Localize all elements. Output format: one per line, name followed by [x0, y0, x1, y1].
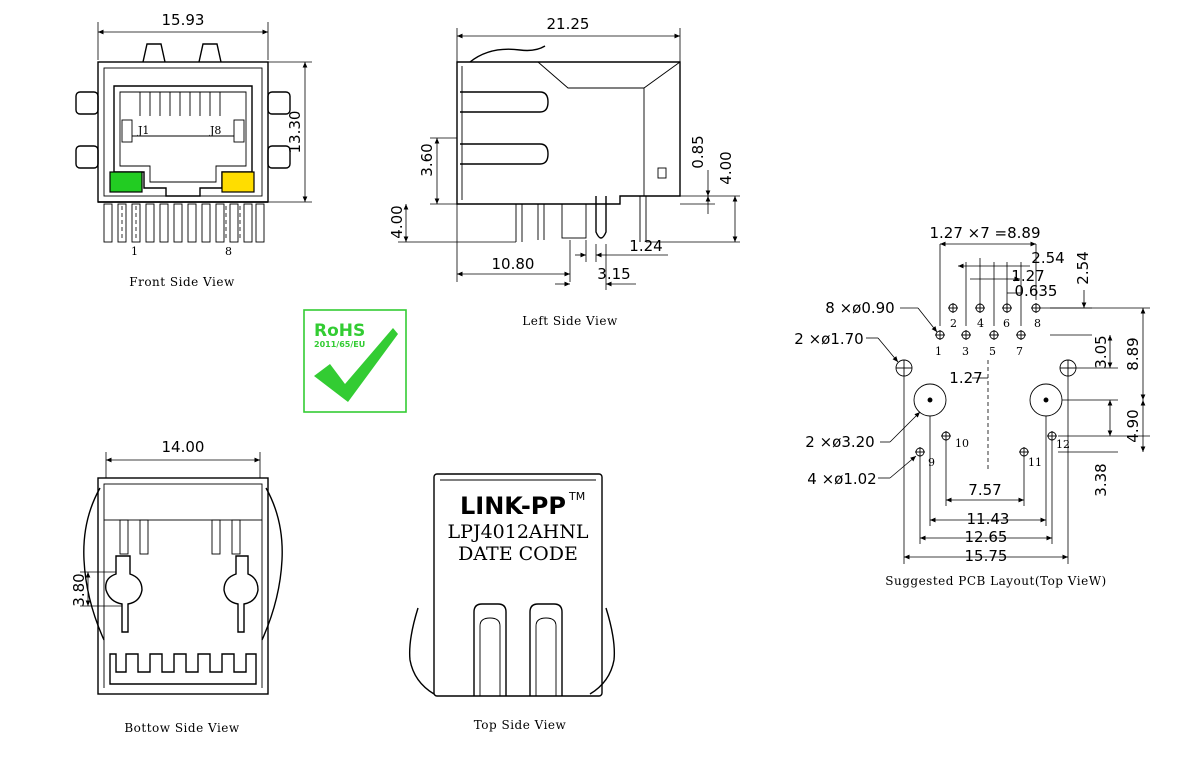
dim-1.24: 1.24	[629, 237, 662, 255]
dim-1.27-b: 1.27	[949, 369, 982, 387]
checkmark-icon	[314, 328, 398, 402]
bottom-side-view: 14.00 3.80 Bottow Side View	[70, 438, 283, 735]
rohs-title: RoHS	[314, 321, 365, 341]
left-side-view: 21.25 3.60 4.00 0.85 4.00	[388, 15, 740, 328]
pin-label-j1: J1	[137, 124, 149, 137]
pin-7: 7	[1016, 345, 1023, 358]
pin-1: 1	[935, 345, 942, 358]
led-yellow	[221, 171, 255, 193]
pin-11: 11	[1028, 456, 1042, 469]
dim-4.90: 4.90	[1124, 409, 1142, 442]
dim-7.57: 7.57	[968, 481, 1001, 499]
led-green	[109, 171, 143, 193]
caption-pcb-layout: Suggested PCB Layout(Top VieW)	[885, 574, 1106, 588]
dim-3.80: 3.80	[70, 573, 88, 606]
pin-label-j8: J8	[209, 124, 221, 137]
dim-3.05: 3.05	[1092, 335, 1110, 368]
rohs-directive: 2011/65/EU	[314, 340, 365, 349]
rohs-logo: RoHS 2011/65/EU	[303, 309, 407, 413]
pin-10: 10	[955, 437, 969, 450]
pin-6: 6	[1003, 317, 1010, 330]
caption-top-side-view: Top Side View	[474, 718, 567, 732]
caption-left-side-view: Left Side View	[522, 314, 618, 328]
dim-3.60: 3.60	[418, 143, 436, 176]
pin-4: 4	[977, 317, 984, 330]
part-number: LPJ4012AHNL	[448, 521, 589, 543]
hole-1.70-label: 2 ×ø1.70	[794, 330, 863, 348]
trademark: TM	[568, 490, 585, 503]
date-code: DATE CODE	[458, 543, 578, 565]
dim-0.85: 0.85	[689, 135, 707, 168]
top-side-view: LINK-PP TM LPJ4012AHNL DATE CODE Top Sid…	[408, 473, 616, 732]
dim-3.15: 3.15	[597, 265, 630, 283]
pcb-layout: 1.27 ×7 =8.89 2.54 1.27 0.635 2.54 1 2 3	[794, 224, 1150, 588]
brand-name: LINK-PP	[460, 492, 566, 520]
front-side-view: 15.93 J1 J8	[75, 11, 312, 289]
front-width-dim: 15.93	[162, 11, 205, 29]
pin-2: 2	[950, 317, 957, 330]
dim-10.80: 10.80	[492, 255, 535, 273]
left-length-dim: 21.25	[547, 15, 590, 33]
bottom-width-dim: 14.00	[162, 438, 205, 456]
pin-8: 8	[1034, 317, 1041, 330]
dim-11.43: 11.43	[967, 510, 1010, 528]
pin-5: 5	[989, 345, 996, 358]
dim-4.00-right: 4.00	[717, 151, 735, 184]
hole-1.02-label: 4 ×ø1.02	[807, 470, 876, 488]
pin-3: 3	[962, 345, 969, 358]
dim-2.54-h: 2.54	[1031, 249, 1064, 267]
dim-3.38: 3.38	[1092, 463, 1110, 496]
pin-label-8: 8	[225, 245, 232, 258]
pin-9: 9	[928, 456, 935, 469]
dim-12.65: 12.65	[965, 528, 1008, 546]
hole-3.20-label: 2 ×ø3.20	[805, 433, 874, 451]
dim-4.00-left: 4.00	[388, 205, 406, 238]
dim-2.54-v: 2.54	[1074, 251, 1092, 284]
pin-label-1: 1	[131, 245, 138, 258]
front-height-dim: 13.30	[286, 111, 304, 154]
caption-bottom-side-view: Bottow Side View	[124, 721, 240, 735]
dim-1.27-a: 1.27	[1011, 267, 1044, 285]
dim-15.75: 15.75	[965, 547, 1008, 565]
dim-pitch-total: 1.27 ×7 =8.89	[929, 224, 1040, 242]
hole-0.90-label: 8 ×ø0.90	[825, 299, 894, 317]
pin-12: 12	[1056, 438, 1070, 451]
dim-0.635: 0.635	[1015, 282, 1058, 300]
caption-front-side-view: Front Side View	[129, 275, 235, 289]
dim-8.89: 8.89	[1124, 337, 1142, 370]
